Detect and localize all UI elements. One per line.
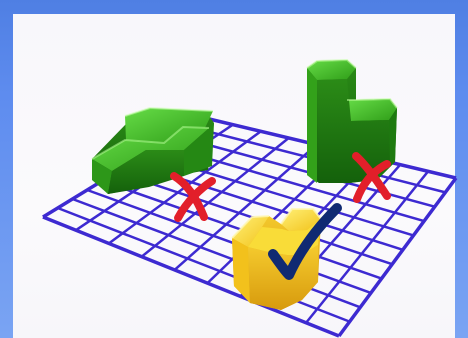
green-block-left [92, 108, 214, 194]
